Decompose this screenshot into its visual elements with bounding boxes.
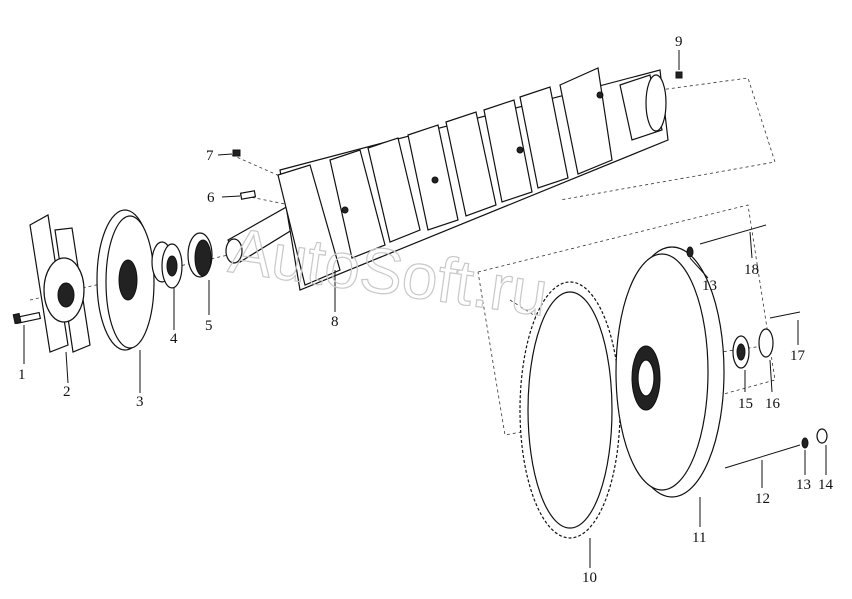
callout-labels: 1 2 3 4 5 6 7 8 9 10 11 12 13 13 14 15 1… bbox=[18, 34, 834, 586]
part-13a-washer bbox=[686, 246, 709, 279]
part-17-bolt bbox=[769, 311, 801, 345]
callout-3: 3 bbox=[136, 394, 144, 410]
part-11-flywheel bbox=[615, 246, 725, 527]
callout-5: 5 bbox=[205, 318, 213, 334]
part-7-plug bbox=[217, 149, 241, 157]
part-15-bearing bbox=[732, 335, 750, 392]
callout-13a: 13 bbox=[702, 278, 717, 294]
callout-17: 17 bbox=[790, 348, 806, 364]
part-2-pulley bbox=[29, 214, 91, 384]
oil-holes bbox=[341, 91, 604, 214]
part-12-stud bbox=[724, 444, 801, 488]
callout-11: 11 bbox=[692, 530, 706, 546]
callout-12: 12 bbox=[755, 491, 770, 507]
callout-13b: 13 bbox=[796, 477, 811, 493]
part-5-gear bbox=[187, 232, 213, 315]
callout-16: 16 bbox=[765, 396, 781, 412]
callout-1: 1 bbox=[18, 367, 26, 383]
callout-14: 14 bbox=[818, 477, 834, 493]
callout-4: 4 bbox=[170, 331, 178, 347]
part-18-stud bbox=[699, 224, 767, 259]
part-3-damper bbox=[96, 209, 155, 393]
callout-15: 15 bbox=[738, 396, 753, 412]
callout-9: 9 bbox=[675, 34, 683, 50]
part-8-crankshaft bbox=[225, 67, 669, 312]
part-9-pin bbox=[675, 50, 683, 79]
callout-10: 10 bbox=[582, 570, 597, 586]
crank-webs bbox=[277, 67, 613, 286]
callout-8: 8 bbox=[331, 314, 339, 330]
part-1-bolt bbox=[12, 311, 42, 364]
part-14-nut bbox=[816, 428, 828, 475]
part-16-ring bbox=[758, 328, 774, 393]
part-13b-washer bbox=[801, 437, 809, 475]
part-10-ring-gear bbox=[519, 281, 621, 568]
callout-18: 18 bbox=[744, 262, 759, 278]
callout-7: 7 bbox=[206, 148, 214, 164]
callout-2: 2 bbox=[63, 384, 71, 400]
part-4-ring bbox=[151, 241, 183, 330]
part-6-pin bbox=[221, 190, 257, 200]
callout-6: 6 bbox=[207, 190, 215, 206]
